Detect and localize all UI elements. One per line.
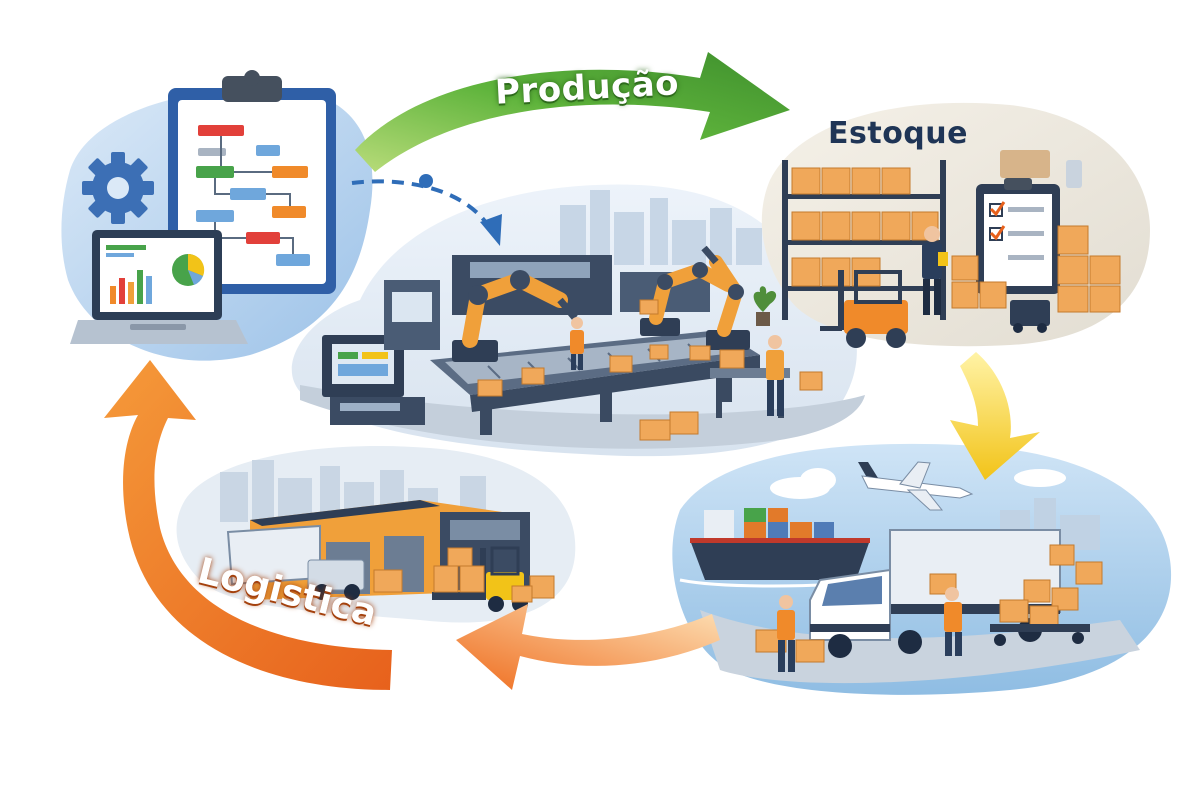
- estoque-label: Estoque: [828, 116, 968, 151]
- transport-return-arrow: [456, 604, 720, 690]
- airplane-icon: [858, 461, 974, 511]
- truck-icon: [226, 524, 365, 600]
- cargo-ship-icon: [679, 508, 881, 588]
- laptop-dashboard-icon: [70, 230, 248, 344]
- worker-icon: [944, 587, 962, 656]
- forklift-icon: [820, 270, 908, 348]
- warehouse-scene: [761, 102, 1150, 348]
- logistics-scene: [176, 445, 576, 623]
- control-console-icon: [322, 335, 425, 425]
- production-scene: [291, 184, 865, 457]
- checklist-icon: [976, 178, 1060, 294]
- logistica-arrow: [104, 360, 392, 690]
- worker-icon: [922, 226, 948, 315]
- box-icon: [477, 299, 711, 397]
- box-icon: [951, 225, 1121, 313]
- producao-arrow: [355, 52, 790, 172]
- plant-icon: [753, 286, 777, 326]
- city-silhouette: [560, 190, 762, 265]
- worker-icon: [777, 595, 795, 672]
- robot-arm-icon: [701, 245, 750, 350]
- gear-icon: [82, 152, 154, 224]
- box-icon: [373, 547, 555, 603]
- planning-scene: [61, 70, 373, 361]
- cloud-icon: [770, 468, 1066, 499]
- estoque-arrow: [950, 352, 1040, 480]
- transport-scene: [672, 443, 1172, 695]
- box-icon: [639, 349, 823, 441]
- worker-icon: [766, 335, 784, 416]
- robot-arm-icon: [640, 262, 735, 336]
- robot-arm-icon: [452, 270, 578, 362]
- worker-icon: [570, 317, 584, 370]
- warehouse-shelf-icon: [782, 160, 946, 320]
